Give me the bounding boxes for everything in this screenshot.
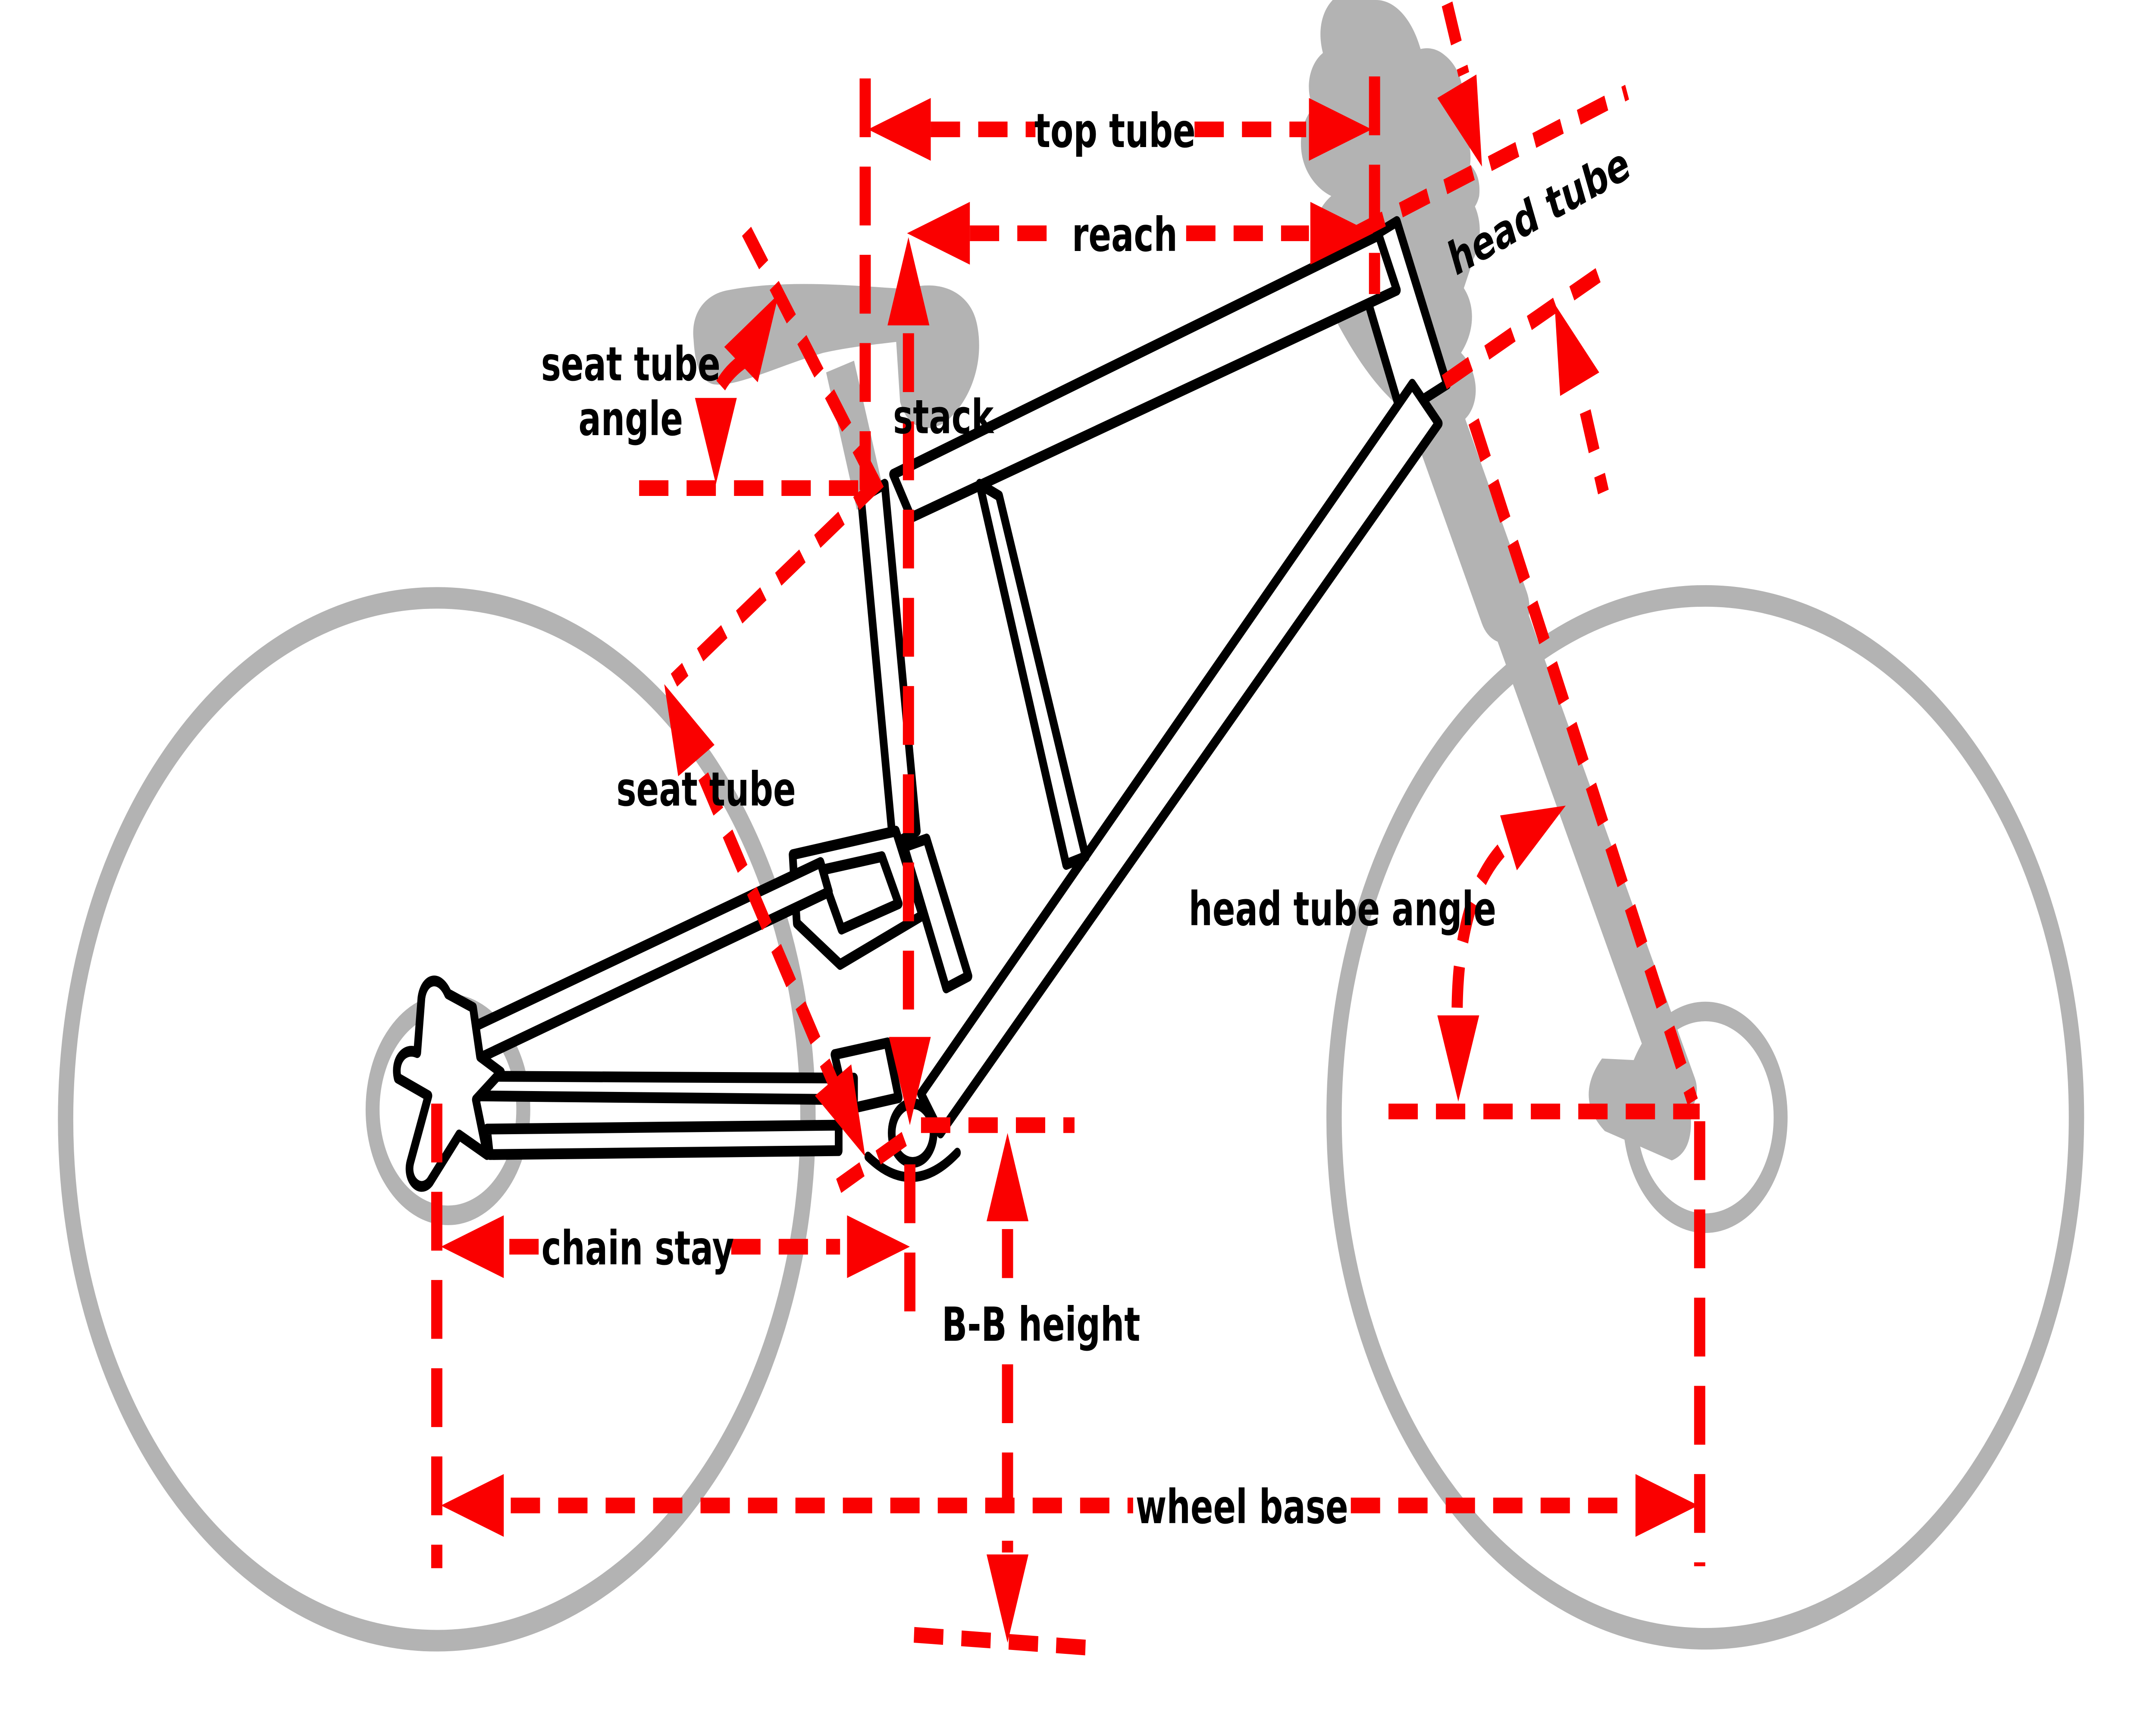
arrow-up-icon: [987, 1133, 1029, 1221]
head-angle-arc: [1451, 836, 1512, 1075]
arc-arrow-up-right-icon: [1500, 806, 1566, 871]
front-fork: [1404, 361, 1697, 1160]
arrow-right-icon: [847, 1215, 910, 1278]
front-wheel-rim: [1326, 585, 2084, 1650]
arc-arrow-up-icon: [724, 294, 779, 383]
chain-stay-lower: [483, 1120, 843, 1160]
seat-tube-dimension: [664, 474, 907, 1193]
arrow-left-icon: [907, 202, 970, 265]
arc-arrow-down-icon: [1437, 1015, 1479, 1102]
chain-stay-upper: [461, 1070, 858, 1105]
label-stack: stack: [893, 390, 994, 445]
shock: [900, 833, 972, 994]
head-tube-ref-bottom: [1442, 263, 1608, 389]
seat-stays: [465, 857, 833, 1064]
arrow-down-right-icon: [815, 1064, 865, 1157]
extension-line-top: [671, 474, 884, 687]
arrow-down-axis-icon: [1437, 74, 1482, 167]
label-head-tube-angle: head tube angle: [1189, 882, 1496, 937]
label-seat-tube-angle-line1: seat tube: [541, 337, 721, 392]
steering-axis-line: [1468, 418, 1698, 1105]
arrow-right-icon: [1310, 202, 1373, 265]
arrow-down-icon: [987, 1554, 1029, 1643]
top-tube-strut: [975, 479, 1090, 870]
ground-ref-line: [914, 1627, 1100, 1656]
label-reach: reach: [1072, 208, 1178, 263]
seat-tube-angle-dimension: [639, 226, 883, 496]
wheel-base-dimension: [441, 1121, 1705, 1566]
rear-dropout: [393, 975, 505, 1192]
rear-wheel-rim: [58, 587, 816, 1652]
arrow-up-left-icon: [664, 684, 714, 776]
arrow-up-icon: [887, 237, 930, 326]
arrow-down-icon: [889, 1037, 931, 1126]
top-tube-dimension: [859, 76, 1380, 496]
arrow-right-icon: [1309, 98, 1372, 161]
top-tube: [889, 229, 1401, 523]
head-tube-dimension: [1354, 1, 1629, 495]
arrow-left-icon: [441, 1215, 504, 1278]
seat-axis-line: [742, 226, 883, 493]
label-bb-height: B-B height: [942, 1298, 1140, 1352]
head-tube-arrow-tail-top: [1442, 1, 1470, 77]
label-wheel-base: wheel base: [1136, 1480, 1348, 1535]
reach-dimension: [907, 202, 1373, 265]
arrow-left-icon: [441, 1474, 504, 1537]
chain-stay-dimension: [431, 1104, 910, 1568]
seat-tube-dim-line: [698, 772, 838, 1086]
arrow-up-axis-icon: [1554, 304, 1599, 396]
label-seat-tube: seat tube: [616, 762, 796, 817]
stack-dimension: [887, 237, 931, 1333]
extension-line-bottom: [836, 1132, 907, 1193]
label-chain-stay: chain stay: [542, 1221, 734, 1276]
arc-arrow-down-icon: [695, 398, 737, 484]
head-tube-ref-top: [1354, 85, 1629, 241]
rider-torso-head: [1300, 0, 1480, 427]
arrow-left-icon: [868, 98, 931, 161]
bb-height-dimension: [914, 1117, 1100, 1656]
label-top-tube: top tube: [1034, 104, 1196, 159]
head-tube-arrow-tail-bottom: [1580, 409, 1609, 495]
fork-leg: [1480, 562, 1697, 1116]
head-tube-angle-dimension: [1388, 418, 1700, 1120]
arrow-right-icon: [1635, 1474, 1698, 1537]
label-seat-tube-angle-line2: angle: [578, 392, 683, 447]
